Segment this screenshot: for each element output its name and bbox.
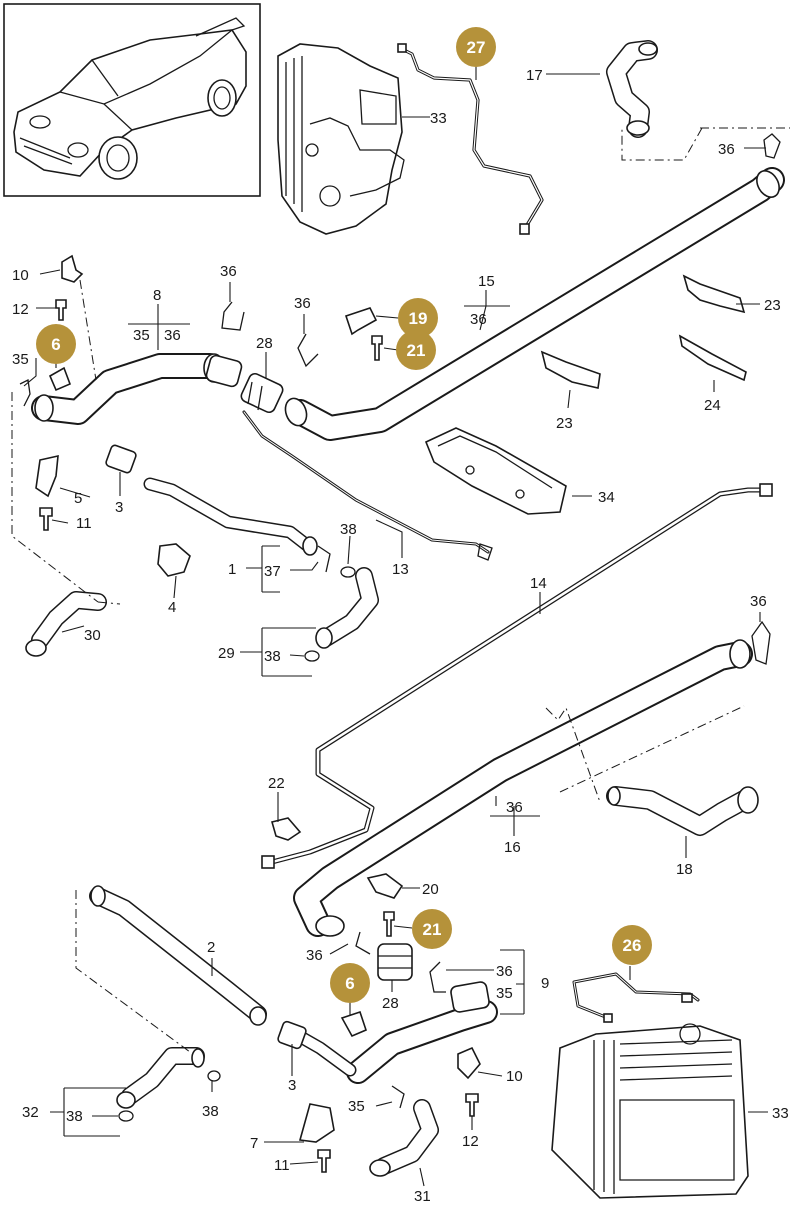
label-17: 17 <box>526 67 543 84</box>
connector-top <box>205 354 243 388</box>
hose-29 <box>315 567 379 649</box>
label-5: 5 <box>74 490 82 507</box>
leader-lines <box>23 66 768 1187</box>
svg-text:26: 26 <box>623 936 642 955</box>
badge-27: 27 <box>456 27 496 67</box>
label-14: 14 <box>530 575 547 592</box>
label-36: 36 <box>718 141 735 158</box>
label-31: 31 <box>414 1188 431 1205</box>
wiring-harness-27 <box>397 43 544 235</box>
label-22: 22 <box>268 775 285 792</box>
label-20: 20 <box>422 881 439 898</box>
label-35: 35 <box>348 1098 365 1115</box>
svg-text:6: 6 <box>51 335 60 354</box>
label-4: 4 <box>168 599 176 616</box>
label-15: 15 <box>478 273 495 290</box>
label-23: 23 <box>556 415 573 432</box>
hose-32 <box>116 1047 205 1109</box>
hose-31 <box>369 1099 439 1177</box>
vehicle-thumbnail <box>3 3 261 197</box>
svg-text:21: 21 <box>407 341 426 360</box>
label-38: 38 <box>66 1108 83 1125</box>
label-38: 38 <box>340 521 357 538</box>
label-28: 28 <box>256 335 273 352</box>
hose-9 <box>346 981 498 1084</box>
label-36: 36 <box>306 947 323 964</box>
label-36: 36 <box>220 263 237 280</box>
label-36: 36 <box>164 327 181 344</box>
label-7: 7 <box>250 1135 258 1152</box>
hose-18 <box>606 786 759 836</box>
label-9: 9 <box>541 975 549 992</box>
label-3: 3 <box>288 1077 296 1094</box>
label-28: 28 <box>382 995 399 1012</box>
badge-21-lower: 21 <box>412 909 452 949</box>
label-35: 35 <box>12 351 29 368</box>
callout-labels: 10 12 35 5 11 8 35 36 36 36 28 15 36 17 … <box>12 67 789 1205</box>
label-10: 10 <box>506 1068 523 1085</box>
label-12: 12 <box>462 1133 479 1150</box>
hose-30 <box>25 591 107 657</box>
label-3: 3 <box>115 499 123 516</box>
label-11: 11 <box>76 515 92 532</box>
badge-6-lower: 6 <box>330 963 370 1003</box>
label-1: 1 <box>228 561 236 578</box>
label-38: 38 <box>202 1103 219 1120</box>
highlight-badges: 27 6 19 21 21 26 6 <box>36 27 652 1003</box>
wire-14 <box>261 483 773 869</box>
label-36: 36 <box>506 799 523 816</box>
label-8: 8 <box>153 287 161 304</box>
svg-text:21: 21 <box>423 920 442 939</box>
label-37: 37 <box>264 563 281 580</box>
label-36: 36 <box>470 311 487 328</box>
label-16: 16 <box>504 839 521 856</box>
label-2: 2 <box>207 939 215 956</box>
label-30: 30 <box>84 627 101 644</box>
pipe-2 <box>89 885 267 1026</box>
svg-text:6: 6 <box>345 974 354 993</box>
label-33: 33 <box>430 110 447 127</box>
label-29: 29 <box>218 645 235 662</box>
label-32: 32 <box>22 1104 39 1121</box>
label-35: 35 <box>133 327 150 344</box>
wire-13 <box>242 410 493 561</box>
label-23: 23 <box>764 297 781 314</box>
svg-text:27: 27 <box>467 38 486 57</box>
label-36: 36 <box>750 593 767 610</box>
label-24: 24 <box>704 397 721 414</box>
label-36: 36 <box>294 295 311 312</box>
radiator-assembly-top <box>277 43 405 235</box>
coupling-28-lower <box>377 943 413 981</box>
bracket-34 <box>424 427 567 515</box>
badge-26: 26 <box>612 925 652 965</box>
coolant-pipe-15 <box>284 167 785 441</box>
badge-19: 19 <box>398 298 438 338</box>
label-33: 33 <box>772 1105 789 1122</box>
badge-21-top: 21 <box>396 330 436 370</box>
label-38: 38 <box>264 648 281 665</box>
label-34: 34 <box>598 489 615 506</box>
radiator-assembly-bottom <box>551 1023 749 1199</box>
small-parts <box>19 133 781 1173</box>
label-18: 18 <box>676 861 693 878</box>
svg-text:19: 19 <box>409 309 428 328</box>
label-10: 10 <box>12 267 29 284</box>
coupling-28-top <box>240 372 284 414</box>
badge-6-top: 6 <box>36 324 76 364</box>
hose-17 <box>606 40 658 138</box>
label-12: 12 <box>12 301 29 318</box>
label-11: 11 <box>274 1157 290 1174</box>
label-35: 35 <box>496 985 513 1002</box>
assembly-outlines <box>11 127 790 1053</box>
pipe-1 <box>143 477 318 556</box>
pipe-lower-link <box>277 1020 357 1077</box>
label-13: 13 <box>392 561 409 578</box>
sleeve-3-top <box>105 444 137 474</box>
wiring-harness-26 <box>572 972 700 1023</box>
label-36: 36 <box>496 963 513 980</box>
coolant-pipe-16 <box>293 639 753 937</box>
